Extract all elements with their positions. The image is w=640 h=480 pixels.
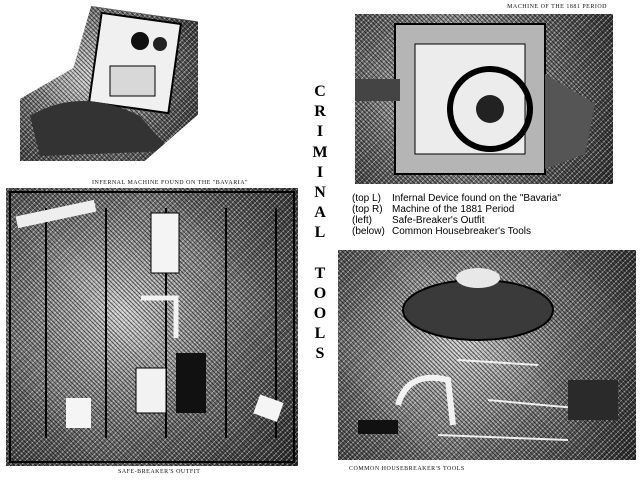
photo-safe-breakers-outfit [6,188,298,466]
caption-top-right: MACHINE OF THE 1881 PERIOD [507,4,607,10]
legend-row: (top R) Machine of the 1881 Period [352,204,561,215]
device-sketch [30,11,183,156]
title-letter: A [314,204,326,222]
machine-sketch [355,23,595,175]
photo-1881-machine: MACHINE OF THE 1881 PERIOD [355,4,613,184]
legend-row: (left) Safe-Breaker's Outfit [352,215,561,226]
figure-legend: (top L) Infernal Device found on the "Ba… [352,193,561,237]
legend-tag: (top L) [352,193,381,204]
title-letter: M [312,143,328,161]
legend-text: Safe-Breaker's Outfit [392,215,485,226]
title-letter: O [313,305,327,323]
legend-text: Machine of the 1881 Period [392,204,515,215]
title-letter: T [314,264,326,282]
caption-left-bottom: SAFE-BREAKER'S OUTFIT [118,469,201,475]
title-letter [306,244,334,264]
photo-housebreakers-tools: COMMON HOUSEBREAKER'S TOOLS [338,250,636,472]
legend-tag: (left) [352,215,372,226]
title-letter: S [315,345,325,363]
title-letter: L [314,224,326,242]
legend-text: Infernal Device found on the "Bavaria" [392,193,561,204]
legend-row: (top L) Infernal Device found on the "Ba… [352,193,561,204]
title-letter: I [316,163,324,181]
vertical-title: C R I M I N A L T O O L S [306,82,334,365]
legend-tag: (below) [352,226,385,237]
photo-infernal-device [20,6,198,161]
legend-row: (below) Common Housebreaker's Tools [352,226,561,237]
tools-sketch [358,268,618,441]
outfit-sketch [9,191,295,463]
title-letter: O [313,284,327,302]
title-letter: I [316,123,324,141]
title-letter: N [314,184,326,202]
title-letter: C [314,83,326,100]
title-letter: R [314,103,326,121]
caption-left-top: INFERNAL MACHINE FOUND ON THE "BAVARIA" [92,180,249,186]
legend-text: Common Housebreaker's Tools [392,226,532,237]
caption-bottom-right: COMMON HOUSEBREAKER'S TOOLS [346,466,468,472]
legend-tag: (top R) [352,204,383,215]
title-letter: L [314,325,326,343]
